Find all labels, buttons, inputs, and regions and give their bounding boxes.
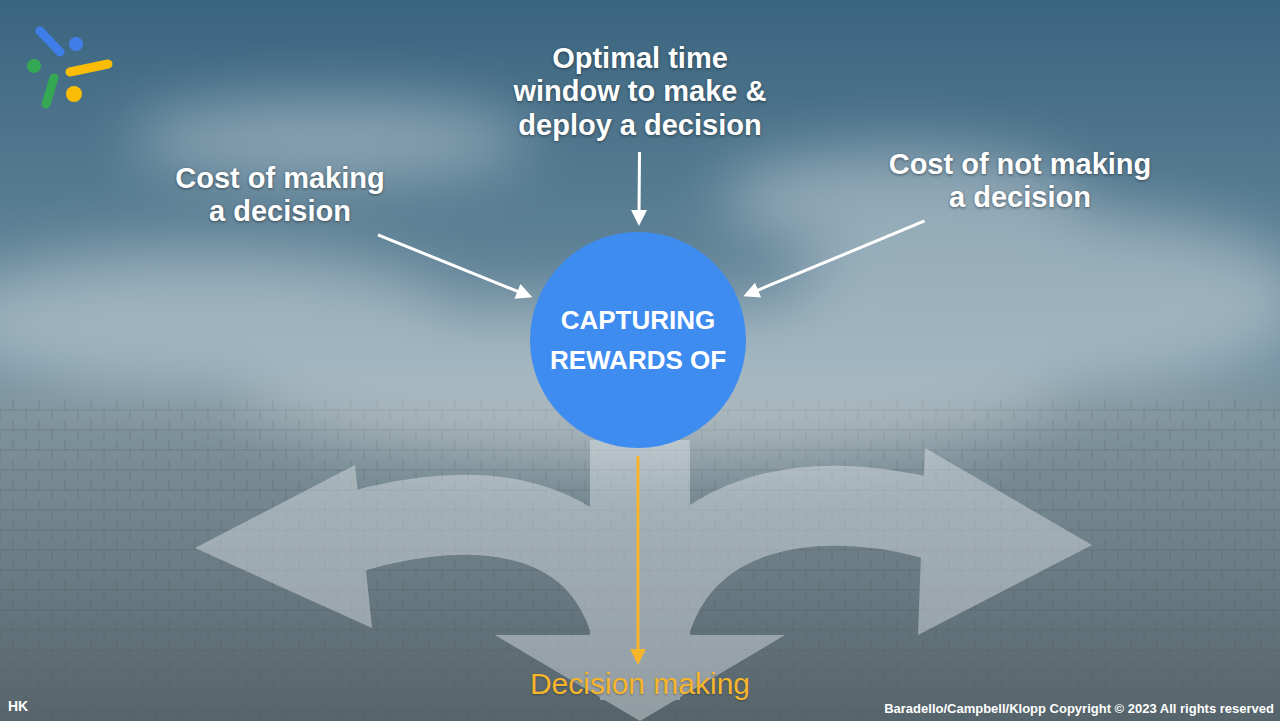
outcome-text: Decision making xyxy=(490,663,790,706)
node-text: Cost of making a decision xyxy=(170,162,390,229)
corner-initials: HK xyxy=(8,698,28,714)
factor-text: Cost of not making a decision xyxy=(875,144,1165,219)
node-text: CAPTURING REWARDS OF xyxy=(548,300,728,381)
node-text: Optimal time window to make & deploy a d… xyxy=(506,42,774,142)
copyright-note: Baradello/Campbell/Klopp Copyright © 202… xyxy=(884,701,1274,716)
logo xyxy=(27,31,108,104)
connector-arrow xyxy=(743,221,924,298)
factor-text: Optimal time window to make & deploy a d… xyxy=(500,38,780,146)
node-text: Cost of not making a decision xyxy=(881,148,1159,215)
connector-arrow xyxy=(631,152,647,226)
factor-text: Cost of making a decision xyxy=(164,158,396,233)
node-text: Decision making xyxy=(496,667,784,702)
central-circle: CAPTURING REWARDS OF xyxy=(530,232,746,448)
connector-arrow xyxy=(378,235,532,299)
connector-arrow xyxy=(630,456,646,665)
